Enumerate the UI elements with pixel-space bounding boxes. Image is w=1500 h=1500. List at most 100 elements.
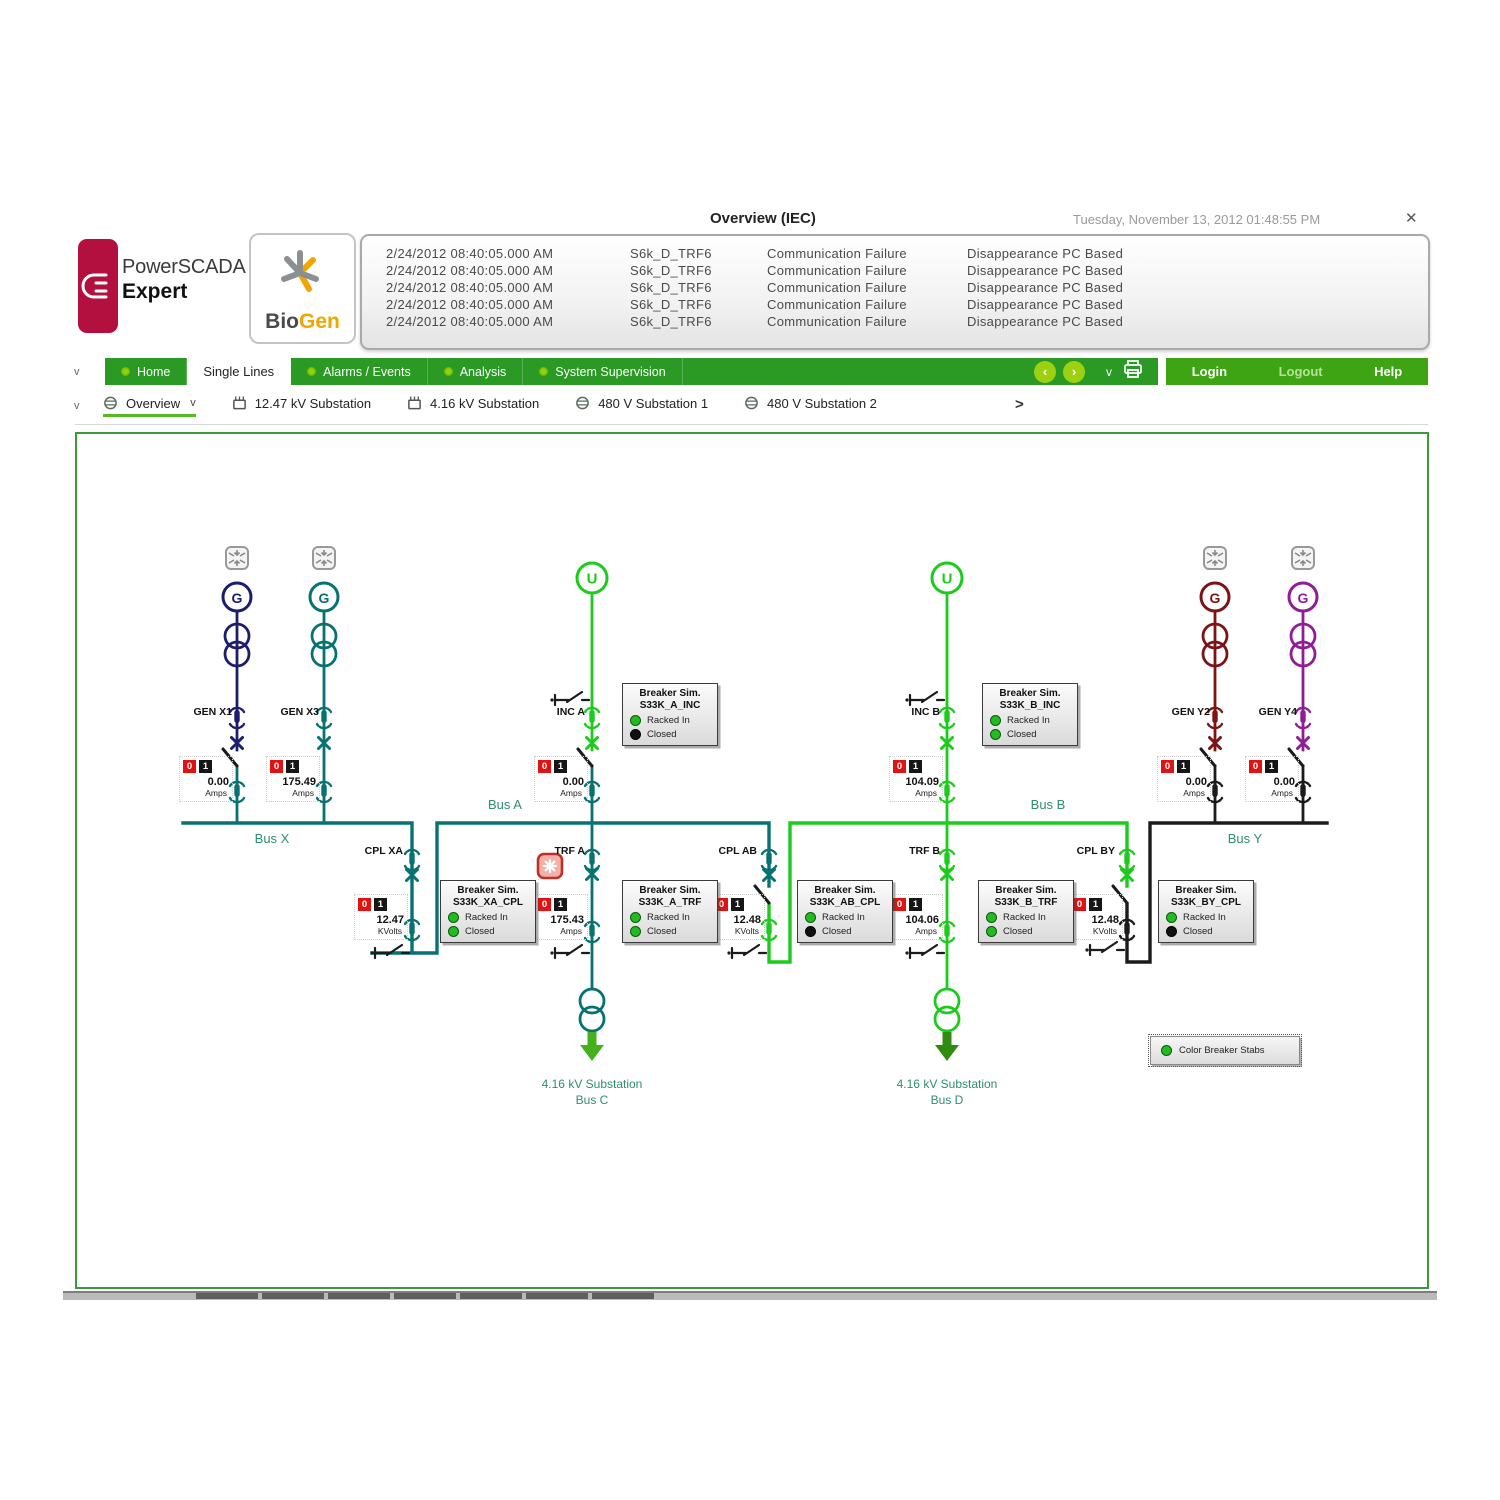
open-command-button[interactable]: 0 [893,760,906,773]
ground-switch-icon[interactable] [549,943,591,960]
open-command-button[interactable]: 0 [183,760,196,773]
nav-tab-home[interactable]: Home [105,358,188,385]
generator-x3-icon[interactable]: G [308,581,340,613]
close-command-button[interactable]: 1 [1089,898,1102,911]
device-label: GEN X3 [280,706,319,718]
generator-y2-icon[interactable]: G [1199,581,1231,613]
open-command-button[interactable]: 0 [1249,760,1262,773]
tabs-overflow-button[interactable]: > [1015,396,1024,413]
nav-tab-label: Home [137,364,171,379]
nav-tab-alarms-events[interactable]: Alarms / Events [291,358,428,385]
breaker-sim-s33k_ab_cpl[interactable]: Breaker Sim. S33K_AB_CPL Racked In Close… [797,880,893,943]
color-breaker-stabs-button[interactable]: Color Breaker Stabs [1148,1034,1302,1067]
taskbar-app-segment[interactable] [262,1293,324,1299]
collapse-nav-icon[interactable]: v [74,366,80,378]
open-command-button[interactable]: 0 [358,898,371,911]
ground-switch-icon[interactable] [549,690,591,707]
nav-prev-button[interactable]: ‹ [1034,360,1056,383]
generator-x1-icon[interactable]: G [221,581,253,613]
ground-switch-icon[interactable] [904,943,946,960]
tab-4-16-kv-substation[interactable]: 4.16 kV Substation [407,395,539,417]
open-command-button[interactable]: 0 [538,898,551,911]
alarm-banner[interactable]: 2/24/2012 08:40:05.000 AM S6k_D_TRF6 Com… [360,234,1430,350]
measurement-value: 0.00 [1185,776,1207,788]
alarm-time: 2/24/2012 08:40:05.000 AM [386,280,554,295]
logout-button[interactable]: Logout [1278,364,1323,379]
hvac-compress-icon[interactable] [1291,546,1315,570]
measurement-group: 0 1 104.09 Amps [889,756,943,802]
generator-y4-icon[interactable]: G [1287,581,1319,613]
tab-12-47-kv-substation[interactable]: 12.47 kV Substation [232,395,371,417]
breaker-sim-s33k_b_trf[interactable]: Breaker Sim. S33K_B_TRF Racked In Closed [978,880,1074,943]
breaker-sim-s33k_by_cpl[interactable]: Breaker Sim. S33K_BY_CPL Racked In Close… [1158,880,1254,943]
open-command-button[interactable]: 0 [893,898,906,911]
alarm-row[interactable]: 2/24/2012 08:40:05.000 AM S6k_D_TRF6 Com… [386,263,1418,280]
substation-link[interactable]: 4.16 kV Substation Bus D [862,1076,1032,1108]
open-command-button[interactable]: 0 [270,760,283,773]
close-command-button[interactable]: 1 [286,760,299,773]
status-dot-icon [443,367,453,376]
nav-next-button[interactable]: › [1063,360,1085,383]
close-command-button[interactable]: 1 [1177,760,1190,773]
ground-switch-icon[interactable] [1084,940,1126,957]
racked-in-dot-icon [986,912,997,923]
ground-switch-icon[interactable] [726,943,768,960]
nav-tab-system-supervision[interactable]: System Supervision [523,358,683,385]
nav-tab-single-lines[interactable]: Single Lines [187,358,292,385]
close-command-button[interactable]: 1 [909,898,922,911]
open-command-button[interactable]: 0 [1161,760,1174,773]
taskbar-app-segment[interactable] [394,1293,456,1299]
breaker-sim-device: S33K_B_INC [999,700,1061,711]
breaker-sim-s33k_a_trf[interactable]: Breaker Sim. S33K_A_TRF Racked In Closed [622,880,718,943]
close-command-button[interactable]: 1 [731,898,744,911]
device-label: CPL XA [364,845,403,857]
hvac-compress-icon[interactable] [1203,546,1227,570]
help-button[interactable]: Help [1374,364,1403,379]
os-taskbar-sliver[interactable] [63,1291,1437,1300]
measurement-value: 12.48 [1091,914,1119,926]
breaker-sim-s33k_xa_cpl[interactable]: Breaker Sim. S33K_XA_CPL Racked In Close… [440,880,536,943]
tab-480-v-substation-2[interactable]: 480 V Substation 2 [744,395,877,417]
collapse-subnav-icon[interactable]: v [74,400,80,412]
hvac-compress-icon[interactable] [312,546,336,570]
close-command-button[interactable]: 1 [1265,760,1278,773]
close-command-button[interactable]: 1 [199,760,212,773]
print-icon[interactable] [1122,359,1144,384]
open-command-button[interactable]: 0 [538,760,551,773]
alarm-row[interactable]: 2/24/2012 08:40:05.000 AM S6k_D_TRF6 Com… [386,246,1418,263]
hvac-compress-icon[interactable] [225,546,249,570]
alarm-indicator-icon[interactable] [536,852,564,880]
close-command-button[interactable]: 1 [374,898,387,911]
close-command-button[interactable]: 1 [554,898,567,911]
utility-b-icon[interactable]: U [930,561,964,595]
racked-in-label: Racked In [1003,912,1046,923]
close-command-button[interactable]: 1 [909,760,922,773]
tab-overview[interactable]: Overview v [103,395,196,417]
racked-in-dot-icon [448,912,459,923]
alarm-row[interactable]: 2/24/2012 08:40:05.000 AM S6k_D_TRF6 Com… [386,297,1418,314]
tab-480-v-substation-1[interactable]: 480 V Substation 1 [575,395,708,417]
substation-link[interactable]: 4.16 kV Substation Bus C [507,1076,677,1108]
nav-dropdown-icon[interactable]: v [1106,364,1112,379]
close-icon[interactable]: ✕ [1405,210,1418,227]
chevron-down-icon[interactable]: v [190,397,196,409]
utility-a-icon[interactable]: U [575,561,609,595]
taskbar-app-segment[interactable] [526,1293,588,1299]
alarm-row[interactable]: 2/24/2012 08:40:05.000 AM S6k_D_TRF6 Com… [386,314,1418,331]
status-dot-icon [1161,1045,1172,1056]
login-button[interactable]: Login [1191,364,1228,379]
taskbar-app-segment[interactable] [328,1293,390,1299]
breaker-sim-s33k_b_inc[interactable]: Breaker Sim. S33K_B_INC Racked In Closed [982,683,1078,746]
breaker-sim-title: Breaker Sim. [639,885,701,896]
alarm-row[interactable]: 2/24/2012 08:40:05.000 AM S6k_D_TRF6 Com… [386,280,1418,297]
svg-text:G: G [232,590,243,606]
taskbar-app-segment[interactable] [196,1293,258,1299]
taskbar-app-segment[interactable] [592,1293,654,1299]
taskbar-app-segment[interactable] [460,1293,522,1299]
close-command-button[interactable]: 1 [554,760,567,773]
nav-tab-analysis[interactable]: Analysis [428,358,524,385]
breaker-sim-s33k_a_inc[interactable]: Breaker Sim. S33K_A_INC Racked In Closed [622,683,718,746]
open-command-button[interactable]: 0 [1073,898,1086,911]
open-command-button[interactable]: 0 [715,898,728,911]
ground-switch-icon[interactable] [904,690,946,707]
